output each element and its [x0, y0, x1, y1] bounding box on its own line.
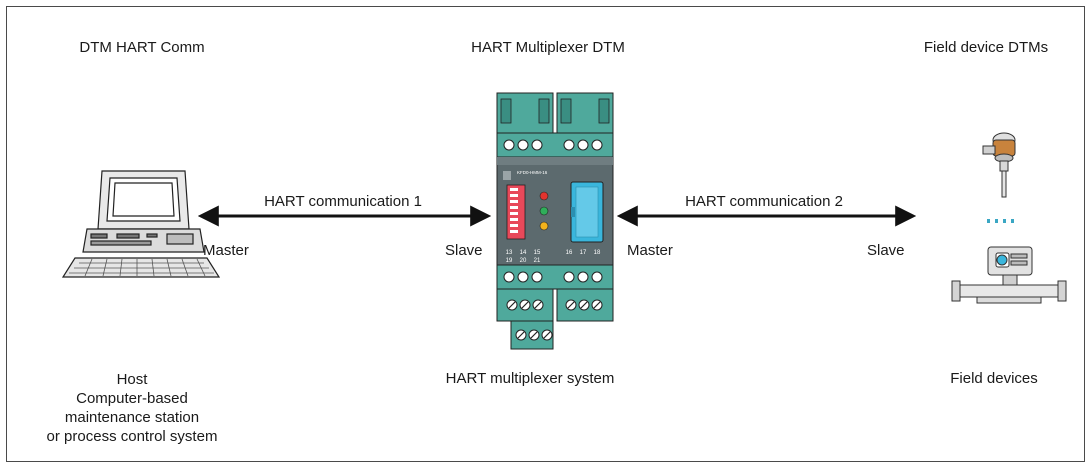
link1-master-role: Master	[203, 242, 249, 259]
computer-icon	[61, 170, 221, 278]
led-red	[539, 191, 549, 201]
terminal-num-21: 21	[534, 258, 541, 264]
logo-mark-icon	[503, 171, 511, 180]
header-dtm-hart-comm: DTM HART Comm	[79, 39, 205, 56]
terminal-num-14: 14	[520, 250, 527, 256]
diagram-canvas: KFD0-HMM-16 13 14 15	[61, 92, 1067, 350]
terminal-num-17: 17	[580, 250, 587, 256]
link2-slave-role: Slave	[867, 242, 905, 259]
header-field-device-dtms: Field device DTMs	[923, 39, 1049, 56]
host-caption-line1: Host	[116, 371, 148, 388]
terminal-num-16: 16	[566, 250, 573, 256]
flowmeter-icon	[951, 246, 1067, 304]
device-model-label: KFD0-HMM-16	[517, 170, 548, 175]
more-devices-dots	[987, 219, 1014, 223]
hart-multiplexer-device: KFD0-HMM-16 13 14 15	[496, 92, 614, 350]
terminal-num-15: 15	[534, 250, 541, 256]
led-yellow	[539, 221, 549, 231]
terminal-num-13: 13	[506, 250, 513, 256]
link1-slave-role: Slave	[445, 242, 483, 259]
multiplexer-caption: HART multiplexer system	[445, 370, 615, 387]
led-green	[539, 206, 549, 216]
terminal-num-20: 20	[520, 258, 527, 264]
header-hart-multiplexer-dtm: HART Multiplexer DTM	[471, 39, 625, 56]
terminal-num-19: 19	[506, 258, 513, 264]
host-caption-line2: Computer-based	[76, 390, 188, 407]
host-caption: Host Computer-based maintenance station …	[7, 370, 262, 446]
temperature-transmitter-icon	[982, 132, 1016, 198]
terminal-num-18: 18	[594, 250, 601, 256]
field-devices-caption: Field devices	[950, 370, 1038, 387]
host-caption-line3: maintenance station	[64, 409, 200, 426]
link2-master-role: Master	[627, 242, 673, 259]
diagram-frame: DTM HART Comm HART Multiplexer DTM Field…	[6, 6, 1085, 462]
host-caption-line4: or process control system	[46, 428, 218, 445]
